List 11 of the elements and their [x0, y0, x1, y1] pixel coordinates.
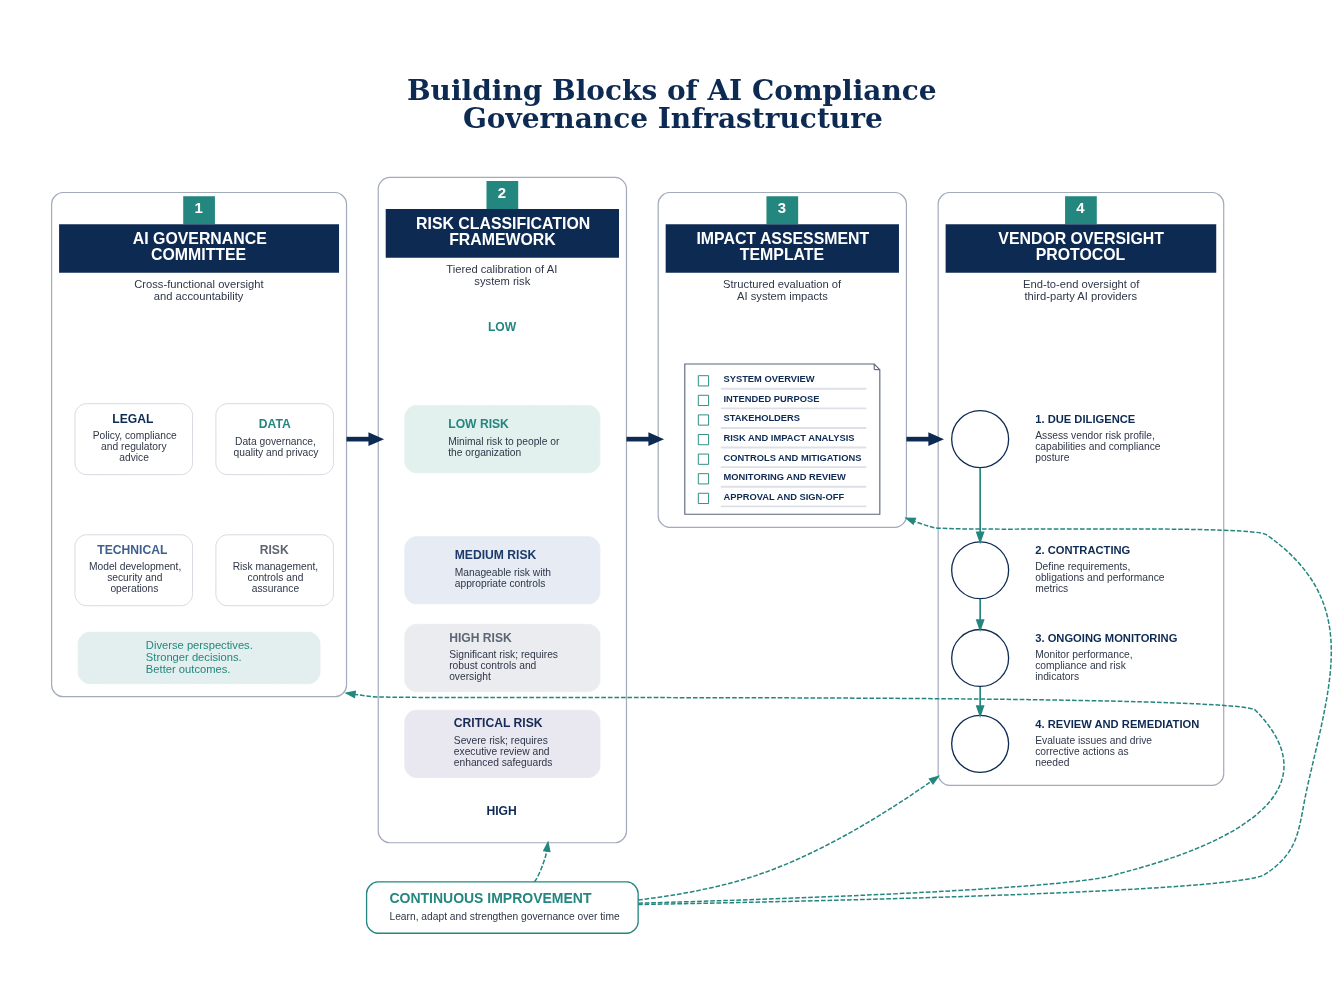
node-label: 2. CONTRACTING	[1035, 544, 1131, 557]
node-label: 3. ONGOING MONITORING	[1035, 631, 1178, 644]
diagram-title: Building Blocks of AI Compliance Governance Infrastructure	[406, 73, 937, 135]
node-label: 4. REVIEW AND REMEDIATION	[1035, 717, 1200, 730]
node-label: Assess vendor risk profile, capabilities and compliance posture	[1035, 429, 1161, 464]
label: LOW	[487, 319, 517, 334]
node-label: Monitor performance, compliance and risk indicators	[1035, 648, 1133, 683]
node-label: Evaluate issues and drive corrective actions as needed	[1035, 734, 1153, 769]
node-label: 1. DUE DILIGENCE	[1035, 412, 1136, 425]
node-label: Define requirements, obligations and performance metrics	[1035, 561, 1165, 595]
label: HIGH	[486, 804, 517, 819]
